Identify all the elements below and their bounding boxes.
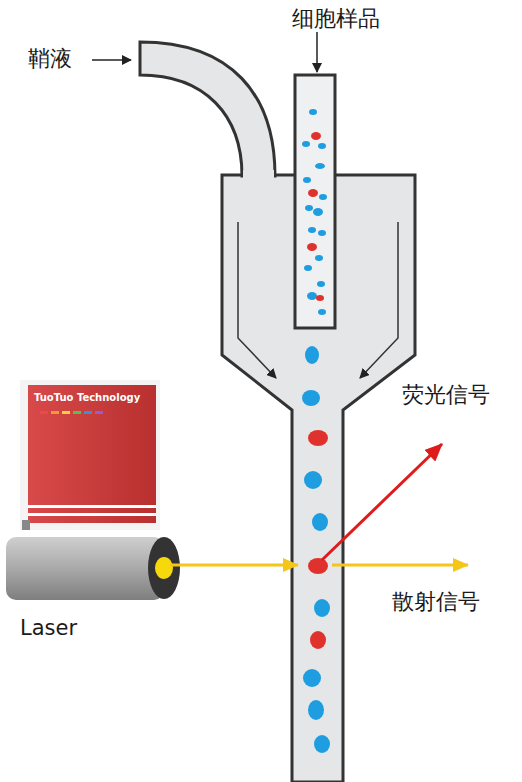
laser-beam (170, 564, 298, 567)
brand-plate: TuoTuo Technology (34, 392, 154, 403)
flow-arrow (238, 222, 276, 378)
cells (302, 109, 330, 753)
sample-label: 细胞样品 (292, 6, 380, 32)
sheath-pipe (140, 42, 275, 176)
laser-device (20, 380, 160, 530)
laser-label: Laser (20, 616, 77, 641)
sheath-label: 鞘液 (28, 46, 72, 72)
scatter-beam (332, 564, 468, 567)
sample-arrow (316, 32, 318, 72)
fluorescence-label: 荧光信号 (402, 382, 490, 408)
brand-text: TuoTuo Technology (34, 392, 154, 403)
fluorescence-beam (322, 444, 442, 560)
laser-tube (6, 537, 180, 600)
pipe-join (243, 170, 274, 180)
sheath-arrow (92, 59, 131, 61)
sample-tube (295, 75, 335, 328)
scatter-label: 散射信号 (392, 589, 480, 615)
flow-arrow (360, 222, 398, 378)
